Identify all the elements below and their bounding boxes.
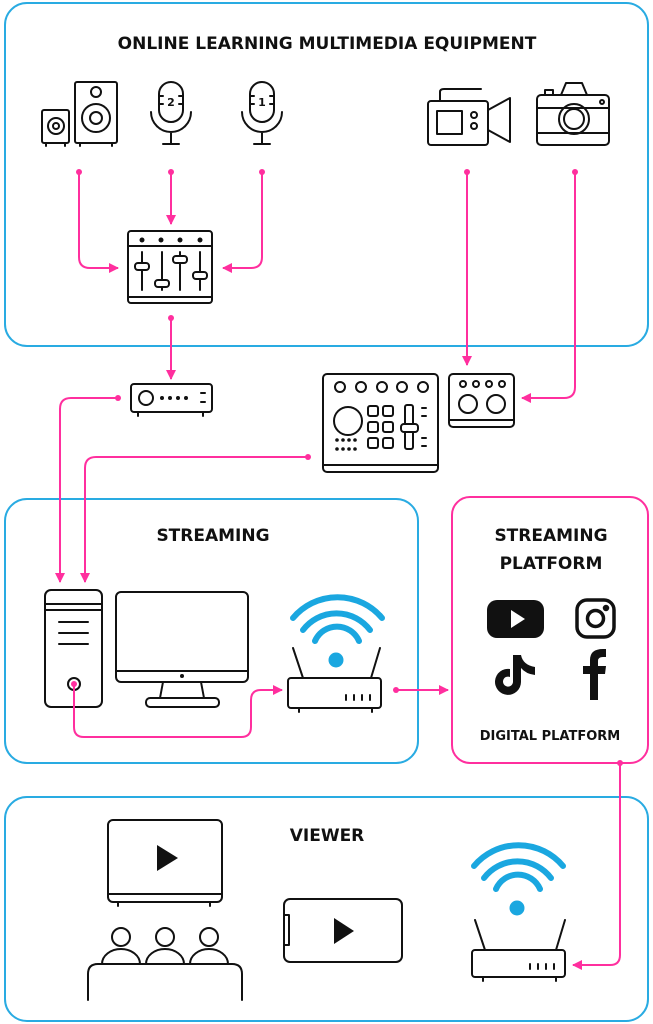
photo-camera-icon (536, 82, 610, 146)
svg-text:1: 1 (258, 96, 266, 109)
youtube-icon (487, 600, 544, 638)
video-switcher-icon (322, 373, 439, 473)
wifi-router-icon (287, 594, 385, 713)
smartphone-video-icon (283, 898, 403, 963)
microphone-2-icon: 2 (150, 81, 192, 145)
platform-title-line1: STREAMING (494, 526, 607, 546)
viewer-section (4, 796, 649, 1022)
connectors (55, 169, 623, 970)
viewer-wifi-router-icon (471, 842, 566, 982)
platform-section (451, 496, 649, 764)
microphone-1-icon: 1 (241, 81, 283, 145)
viewer-title: VIEWER (290, 826, 365, 846)
audience-icon (87, 927, 243, 1001)
audio-mixer-icon (127, 230, 213, 304)
equipment-title: ONLINE LEARNING MULTIMEDIA EQUIPMENT (118, 34, 537, 54)
speakers-icon (41, 81, 118, 147)
streaming-title: STREAMING (156, 526, 269, 546)
facebook-icon (583, 649, 606, 700)
svg-text:2: 2 (167, 96, 175, 109)
instagram-icon (575, 598, 616, 639)
tv-screen-icon (107, 819, 223, 907)
tiktok-icon (495, 655, 535, 695)
platform-footer: DIGITAL PLATFORM (480, 729, 620, 744)
audio-interface-icon (130, 383, 213, 417)
equipment-section (4, 2, 649, 347)
capture-device-icon (448, 373, 515, 428)
streaming-section (4, 498, 419, 764)
monitor-icon (115, 591, 249, 708)
video-camera-icon (427, 88, 511, 146)
platform-title-line2: PLATFORM (500, 554, 603, 574)
